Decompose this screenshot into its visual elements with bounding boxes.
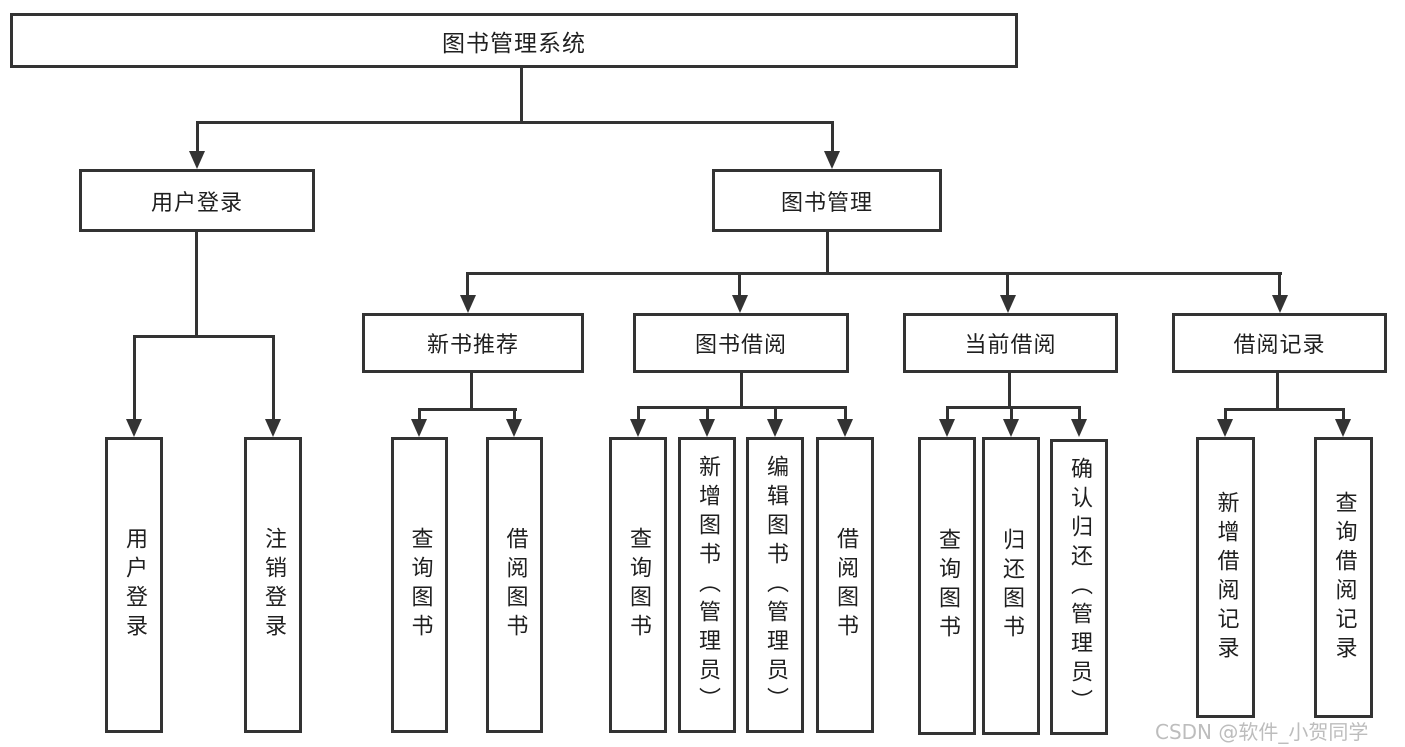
- node-label: 新增图书（管理员）: [695, 454, 720, 716]
- node-current-borrowing: 当前借阅: [903, 313, 1118, 373]
- node-label: 确认归还（管理员）: [1067, 456, 1092, 718]
- node-label: 用户登录: [122, 527, 147, 643]
- node-label: 查询图书: [935, 528, 960, 644]
- connector-line: [826, 232, 829, 274]
- connector-line: [831, 121, 834, 154]
- csdn-watermark: CSDN @软件_小贺同学: [1155, 720, 1369, 744]
- connector-line: [706, 406, 709, 422]
- arrow-head-icon: [189, 151, 205, 169]
- connector-line: [195, 232, 198, 335]
- node-leaf-return-books: 归还图书: [982, 437, 1040, 735]
- connector-line: [738, 272, 741, 298]
- node-label: 用户登录: [150, 190, 243, 216]
- connector-line: [466, 272, 469, 298]
- arrow-head-icon: [630, 419, 646, 437]
- connector-line: [1078, 406, 1081, 422]
- arrow-head-icon: [699, 419, 715, 437]
- node-leaf-add-books-admin: 新增图书（管理员）: [678, 437, 736, 733]
- node-leaf-add-borrow-record: 新增借阅记录: [1196, 437, 1255, 718]
- node-label: 查询图书: [407, 527, 433, 643]
- arrow-head-icon: [767, 419, 783, 437]
- node-leaf-user-login: 用户登录: [105, 437, 163, 733]
- connector-line: [1008, 373, 1011, 408]
- node-label: 新书推荐: [426, 333, 519, 358]
- node-label: 注销登录: [261, 527, 286, 643]
- arrow-head-icon: [265, 419, 281, 437]
- connector-line: [466, 272, 1282, 275]
- connector-line: [272, 335, 275, 422]
- node-leaf-query-borrow-record: 查询借阅记录: [1314, 437, 1373, 718]
- node-label: 图书管理: [780, 190, 873, 216]
- node-label: 查询借阅记录: [1331, 490, 1357, 665]
- connector-line: [513, 408, 516, 422]
- arrow-head-icon: [1003, 419, 1019, 437]
- connector-line: [1224, 408, 1227, 422]
- connector-line: [1006, 272, 1009, 298]
- arrow-head-icon: [460, 295, 476, 313]
- arrow-head-icon: [1071, 419, 1087, 437]
- connector-line: [1224, 408, 1345, 411]
- connector-line: [196, 121, 199, 154]
- connector-line: [844, 406, 847, 422]
- connector-line: [133, 335, 136, 422]
- node-leaf-edit-books-admin: 编辑图书（管理员）: [746, 437, 804, 733]
- arrow-head-icon: [1335, 419, 1351, 437]
- connector-line: [1278, 272, 1281, 298]
- connector-line: [637, 406, 847, 409]
- connector-line: [1276, 373, 1279, 410]
- node-leaf-confirm-return-admin: 确认归还（管理员）: [1050, 439, 1108, 735]
- connector-line: [418, 408, 421, 422]
- connector-line: [520, 66, 523, 121]
- arrow-head-icon: [732, 295, 748, 313]
- arrow-head-icon: [506, 419, 522, 437]
- node-leaf-query-books-borrow: 查询图书: [609, 437, 667, 733]
- node-label: 图书管理系统: [442, 30, 586, 57]
- connector-line: [1010, 406, 1013, 422]
- node-label: 新增借阅记录: [1213, 490, 1239, 665]
- node-label: 图书借阅: [694, 333, 787, 358]
- connector-line: [740, 373, 743, 408]
- node-user-login: 用户登录: [79, 169, 315, 232]
- node-leaf-borrow-books-recommend: 借阅图书: [486, 437, 543, 733]
- connector-line: [133, 335, 275, 338]
- arrow-head-icon: [939, 419, 955, 437]
- node-root-library-system: 图书管理系统: [10, 13, 1018, 68]
- node-leaf-query-books-current: 查询图书: [918, 437, 976, 735]
- node-label: 借阅记录: [1233, 333, 1326, 358]
- arrow-head-icon: [1000, 295, 1016, 313]
- node-label: 编辑图书（管理员）: [763, 454, 788, 716]
- connector-line: [774, 406, 777, 422]
- node-label: 查询图书: [626, 527, 651, 643]
- node-label: 当前借阅: [964, 333, 1057, 358]
- node-leaf-query-books-recommend: 查询图书: [391, 437, 448, 733]
- connector-line: [946, 406, 949, 422]
- node-new-book-recommend: 新书推荐: [362, 313, 584, 373]
- connector-line: [470, 373, 473, 410]
- connector-line: [946, 406, 1081, 409]
- node-book-borrowing: 图书借阅: [633, 313, 849, 373]
- connector-line: [1342, 408, 1345, 422]
- arrow-head-icon: [411, 419, 427, 437]
- node-label: 借阅图书: [502, 527, 528, 643]
- node-book-management: 图书管理: [712, 169, 942, 232]
- arrow-head-icon: [126, 419, 142, 437]
- node-label: 借阅图书: [833, 527, 858, 643]
- connector-line: [196, 121, 834, 124]
- node-leaf-logout: 注销登录: [244, 437, 302, 733]
- node-borrowing-records: 借阅记录: [1172, 313, 1387, 373]
- node-leaf-borrow-books: 借阅图书: [816, 437, 874, 733]
- arrow-head-icon: [824, 151, 840, 169]
- connector-line: [637, 406, 640, 422]
- arrow-head-icon: [1272, 295, 1288, 313]
- connector-line: [418, 408, 517, 411]
- arrow-head-icon: [1217, 419, 1233, 437]
- arrow-head-icon: [837, 419, 853, 437]
- node-label: 归还图书: [999, 528, 1024, 644]
